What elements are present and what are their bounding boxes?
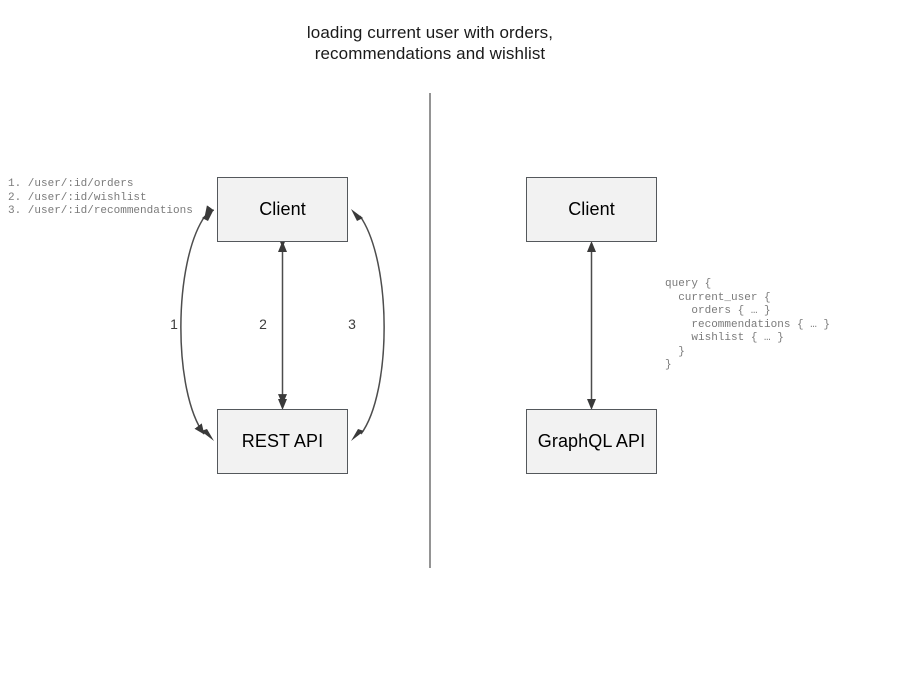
edge-request-1-arrow-bottom bbox=[201, 429, 214, 441]
edge-request-1-arrow-top bbox=[202, 209, 214, 221]
edge-request-1 bbox=[180, 205, 215, 435]
edge-request-3 bbox=[359, 215, 385, 435]
node-label: GraphQL API bbox=[537, 431, 646, 451]
edge-label-2: 2 bbox=[259, 316, 267, 332]
node-client-rest[interactable]: Client bbox=[217, 177, 348, 242]
edge-request-3-arrow-top bbox=[351, 209, 363, 221]
node-label: Client bbox=[568, 199, 615, 219]
edge-label-3: 3 bbox=[348, 316, 356, 332]
edge-graphql-arrow-top bbox=[587, 241, 596, 252]
node-client-graphql[interactable]: Client bbox=[526, 177, 657, 242]
edge-request-2-arrow-top bbox=[278, 241, 287, 252]
graphql-query-annotation: query { current_user { orders { … } reco… bbox=[665, 278, 831, 371]
edge-request-2-arrow-bottom bbox=[278, 399, 287, 410]
edge-request-3-arrow-bottom bbox=[351, 429, 364, 441]
node-label: REST API bbox=[241, 431, 324, 451]
edge-graphql-arrow-bottom bbox=[587, 399, 596, 410]
edge-label-1: 1 bbox=[170, 316, 178, 332]
node-graphql-api[interactable]: GraphQL API bbox=[526, 409, 657, 474]
node-rest-api[interactable]: REST API bbox=[217, 409, 348, 474]
node-label: Client bbox=[259, 199, 306, 219]
page-title: loading current user with orders, recomm… bbox=[306, 23, 554, 63]
rest-endpoint-list: 1. /user/:id/orders 2. /user/:id/wishlis… bbox=[8, 178, 193, 217]
